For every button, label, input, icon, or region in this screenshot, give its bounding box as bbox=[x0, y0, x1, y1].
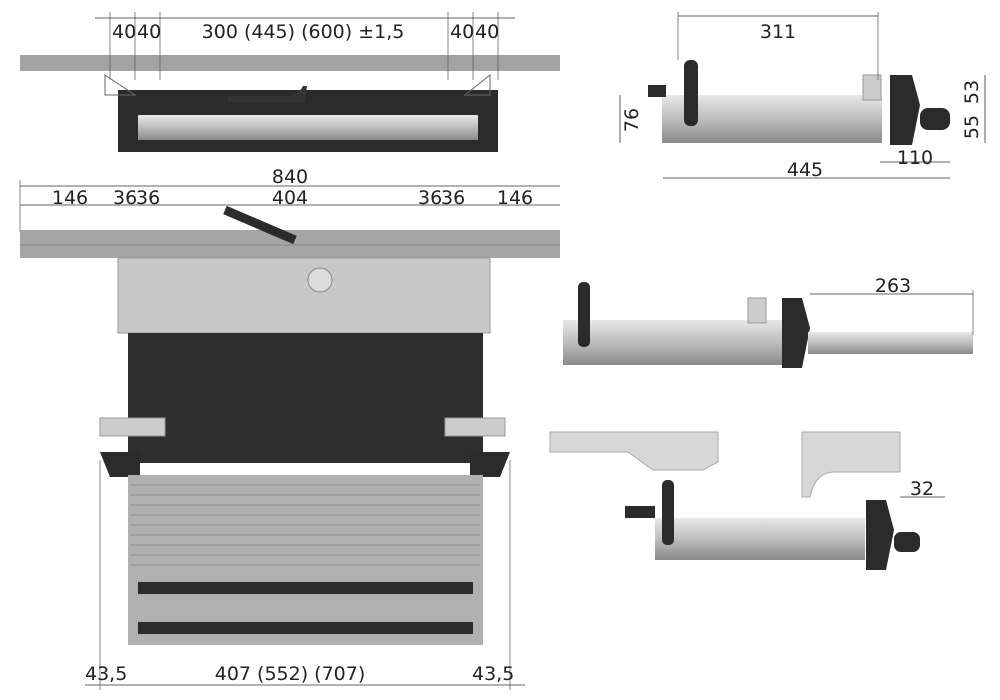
right-bracket bbox=[444, 417, 506, 437]
dim-bottom-width: 407 (552) (707) bbox=[215, 663, 366, 685]
side-view-extended: 263 bbox=[563, 275, 974, 368]
tread-stripe bbox=[138, 622, 473, 634]
dim-bottom-left: 43,5 bbox=[85, 663, 127, 685]
connector bbox=[648, 85, 666, 97]
end-cap bbox=[782, 298, 810, 368]
motor-cap bbox=[307, 267, 333, 293]
vehicle-floor bbox=[549, 431, 719, 471]
mount-plate bbox=[117, 257, 491, 334]
handle bbox=[223, 205, 297, 245]
tread-grooves bbox=[130, 484, 480, 566]
left-bracket bbox=[99, 417, 166, 437]
connector bbox=[625, 506, 655, 518]
clip bbox=[747, 297, 767, 324]
extended-rail bbox=[808, 332, 973, 354]
housing bbox=[563, 320, 783, 365]
mount-arm bbox=[578, 282, 590, 347]
housing bbox=[662, 95, 882, 143]
dim-32: 32 bbox=[910, 478, 934, 500]
clip bbox=[862, 74, 882, 101]
dim-top-right-a: 40 bbox=[450, 21, 474, 43]
dim-center-404: 404 bbox=[272, 187, 308, 209]
dim-55: 55 bbox=[961, 115, 983, 139]
dim-53: 53 bbox=[961, 80, 983, 104]
end-cap bbox=[866, 500, 894, 570]
dim-right-36b: 36 bbox=[441, 187, 465, 209]
dim-left-36a: 36 bbox=[113, 187, 137, 209]
step-cover bbox=[128, 333, 483, 463]
dim-left-offset: 146 bbox=[52, 187, 88, 209]
brackets bbox=[104, 73, 491, 96]
roller-end bbox=[894, 532, 920, 552]
dim-110: 110 bbox=[897, 147, 933, 169]
dim-left-36b: 36 bbox=[136, 187, 160, 209]
end-cap bbox=[890, 75, 920, 145]
vehicle-sill bbox=[801, 431, 901, 498]
handle bbox=[228, 86, 307, 102]
roller-tube bbox=[138, 115, 478, 140]
tread-stripe bbox=[138, 582, 473, 594]
dim-bottom-right: 43,5 bbox=[472, 663, 514, 685]
dim-top-right-b: 40 bbox=[475, 21, 499, 43]
dim-top-center: 300 (445) (600) ±1,5 bbox=[202, 21, 405, 43]
step-tread bbox=[128, 475, 483, 645]
dim-311: 311 bbox=[760, 21, 796, 43]
housing bbox=[655, 518, 865, 560]
dim-76: 76 bbox=[621, 108, 643, 132]
front-view: 840 146 36 36 404 36 36 146 43,5 407 (55… bbox=[19, 166, 560, 690]
dim-top-left-a: 40 bbox=[112, 21, 136, 43]
dim-top-left-b: 40 bbox=[137, 21, 161, 43]
top-view: 40 40 300 (445) (600) ±1,5 40 40 bbox=[20, 12, 560, 152]
side-view-retracted: 311 76 53 55 110 445 bbox=[619, 12, 986, 181]
dim-445: 445 bbox=[787, 159, 823, 181]
mount-arm bbox=[684, 60, 698, 126]
roller-end bbox=[920, 108, 950, 130]
mount-arm bbox=[662, 480, 674, 545]
dim-right-offset: 146 bbox=[497, 187, 533, 209]
dim-right-36a: 36 bbox=[418, 187, 442, 209]
side-view-installed: 32 bbox=[549, 431, 945, 570]
mounting-rail bbox=[20, 55, 560, 71]
dim-263: 263 bbox=[875, 275, 911, 297]
dim-overall-width: 840 bbox=[272, 166, 308, 188]
